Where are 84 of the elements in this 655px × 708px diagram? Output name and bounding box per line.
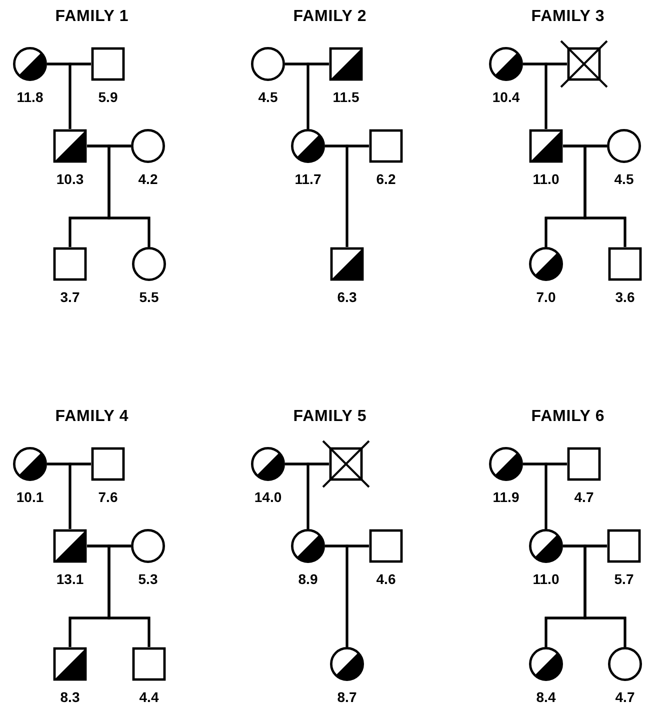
measurement-value: 5.9 xyxy=(98,90,118,104)
measurement-value: 7.6 xyxy=(98,490,118,504)
measurement-value: 3.6 xyxy=(615,290,635,304)
family-title: FAMILY 5 xyxy=(293,409,367,425)
square-symbol xyxy=(91,447,125,481)
half-shaded-circle-symbol xyxy=(489,47,523,81)
circle-symbol xyxy=(131,129,165,163)
square-symbol xyxy=(132,647,166,681)
measurement-value: 5.7 xyxy=(614,572,634,586)
half-shaded-circle-symbol xyxy=(529,529,563,563)
measurement-value: 13.1 xyxy=(56,572,84,586)
measurement-value: 11.7 xyxy=(294,172,322,186)
pedigree-line xyxy=(346,544,369,647)
half-shaded-square-symbol xyxy=(330,247,364,281)
square-symbol xyxy=(608,247,642,281)
measurement-value: 8.9 xyxy=(298,572,318,586)
square-symbol xyxy=(91,47,125,81)
measurement-value: 3.7 xyxy=(60,290,80,304)
crossed-square-symbol xyxy=(560,40,608,88)
half-shaded-circle-symbol xyxy=(291,529,325,563)
square-symbol xyxy=(607,529,641,563)
measurement-value: 4.2 xyxy=(138,172,158,186)
pedigree-line xyxy=(68,62,91,129)
measurement-value: 5.3 xyxy=(138,572,158,586)
square-symbol xyxy=(567,447,601,481)
measurement-value: 11.8 xyxy=(16,90,44,104)
half-shaded-circle-symbol xyxy=(13,447,47,481)
measurement-value: 8.3 xyxy=(60,690,80,704)
half-shaded-circle-symbol xyxy=(251,447,285,481)
pedigree-line xyxy=(584,144,626,247)
family-title: FAMILY 1 xyxy=(55,9,129,25)
half-shaded-circle-symbol xyxy=(291,129,325,163)
half-shaded-square-symbol xyxy=(53,529,87,563)
measurement-value: 4.5 xyxy=(258,90,278,104)
measurement-value: 8.7 xyxy=(337,690,357,704)
circle-symbol xyxy=(608,647,642,681)
pedigree-line xyxy=(108,144,150,247)
half-shaded-square-symbol xyxy=(53,647,87,681)
half-shaded-circle-symbol xyxy=(529,247,563,281)
measurement-value: 6.3 xyxy=(337,290,357,304)
half-shaded-circle-symbol xyxy=(529,647,563,681)
family-title: FAMILY 4 xyxy=(55,409,129,425)
pedigree-line xyxy=(346,144,369,247)
measurement-value: 11.0 xyxy=(532,172,560,186)
half-shaded-square-symbol xyxy=(53,129,87,163)
pedigree-line xyxy=(584,544,626,647)
measurement-value: 11.9 xyxy=(492,490,520,504)
square-symbol xyxy=(53,247,87,281)
measurement-value: 14.0 xyxy=(254,490,282,504)
measurement-value: 10.1 xyxy=(16,490,44,504)
half-shaded-circle-symbol xyxy=(330,647,364,681)
pedigree-line xyxy=(544,462,567,529)
crossed-square-symbol xyxy=(322,440,370,488)
measurement-value: 11.0 xyxy=(532,572,560,586)
circle-symbol xyxy=(131,529,165,563)
half-shaded-square-symbol xyxy=(529,129,563,163)
measurement-value: 4.7 xyxy=(574,490,594,504)
measurement-value: 10.4 xyxy=(492,90,520,104)
pedigree-line xyxy=(306,462,329,529)
family-title: FAMILY 3 xyxy=(531,9,605,25)
circle-symbol xyxy=(251,47,285,81)
pedigree-line xyxy=(68,462,91,529)
pedigree-line xyxy=(108,544,150,647)
measurement-value: 4.6 xyxy=(376,572,396,586)
family-title: FAMILY 2 xyxy=(293,9,367,25)
measurement-value: 6.2 xyxy=(376,172,396,186)
measurement-value: 8.4 xyxy=(536,690,556,704)
measurement-value: 11.5 xyxy=(332,90,360,104)
pedigree-line xyxy=(544,62,567,129)
square-symbol xyxy=(369,129,403,163)
measurement-value: 4.4 xyxy=(139,690,159,704)
circle-symbol xyxy=(607,129,641,163)
measurement-value: 10.3 xyxy=(56,172,84,186)
measurement-value: 7.0 xyxy=(536,290,556,304)
square-symbol xyxy=(369,529,403,563)
measurement-value: 4.5 xyxy=(614,172,634,186)
half-shaded-circle-symbol xyxy=(13,47,47,81)
half-shaded-circle-symbol xyxy=(489,447,523,481)
half-shaded-square-symbol xyxy=(329,47,363,81)
measurement-value: 4.7 xyxy=(615,690,635,704)
pedigree-line xyxy=(306,62,329,129)
family-title: FAMILY 6 xyxy=(531,409,605,425)
circle-symbol xyxy=(132,247,166,281)
measurement-value: 5.5 xyxy=(139,290,159,304)
